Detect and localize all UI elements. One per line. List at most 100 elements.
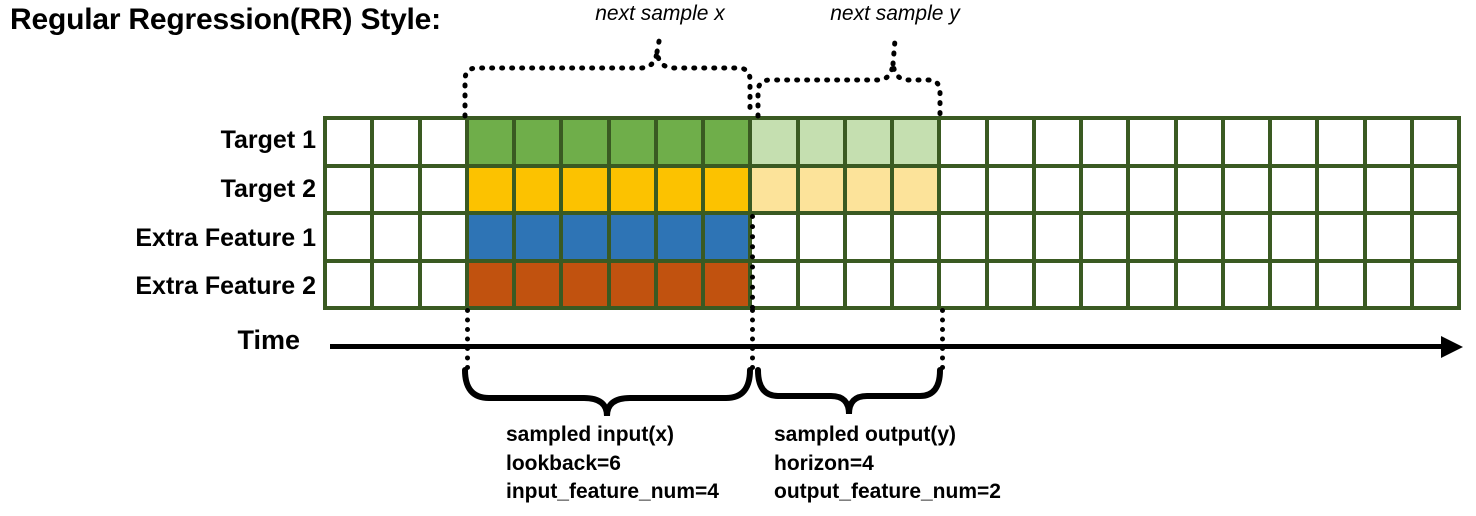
- grid-cell-r4-c24: [1413, 262, 1457, 306]
- annotation-input-line2: lookback=6: [506, 451, 621, 475]
- grid-cell-r1-c7: [610, 120, 654, 164]
- grid-cell-r1-c16: [1035, 120, 1079, 164]
- grid-cell-r4-c4: [468, 262, 512, 306]
- right-arrow-icon: [1441, 336, 1463, 358]
- grid-cell-r2-c15: [988, 167, 1032, 211]
- grid-cell-r4-c22: [1319, 262, 1363, 306]
- grid-cell-r1-c11: [799, 120, 843, 164]
- grid-cell-r2-c8: [657, 167, 701, 211]
- grid-cell-r1-c9: [705, 120, 749, 164]
- grid-cell-r3-c8: [657, 215, 701, 259]
- brace-sampled-output: [755, 367, 943, 415]
- grid-cell-r2-c21: [1272, 167, 1316, 211]
- grid-cell-r2-c14: [941, 167, 985, 211]
- grid-cell-r1-c19: [1177, 120, 1221, 164]
- grid-cell-r1-c20: [1224, 120, 1268, 164]
- grid-cell-r1-c8: [657, 120, 701, 164]
- grid-cell-r3-c23: [1366, 215, 1410, 259]
- grid-cell-r3-c5: [516, 215, 560, 259]
- grid-cell-r4-c20: [1224, 262, 1268, 306]
- grid-cell-r4-c5: [516, 262, 560, 306]
- annotation-sampled-output: sampled output(y) horizon=4 output_featu…: [774, 421, 1001, 507]
- brace-sampled-input: [462, 367, 753, 417]
- brace-next-sample-y: [755, 63, 943, 119]
- grid-cell-r1-c3: [421, 120, 465, 164]
- grid-cell-r3-c19: [1177, 215, 1221, 259]
- grid-cell-r4-c11: [799, 262, 843, 306]
- grid-cell-r4-c17: [1083, 262, 1127, 306]
- row-label-target-2: Target 2: [220, 175, 316, 203]
- grid-cell-r1-c5: [516, 120, 560, 164]
- time-axis-line: [330, 344, 1448, 349]
- grid-cell-r3-c16: [1035, 215, 1079, 259]
- grid-cell-r1-c4: [468, 120, 512, 164]
- top-label-next-sample-y: next sample y: [830, 2, 960, 25]
- annotation-output-line3: output_feature_num=2: [774, 480, 1001, 504]
- grid-cell-r2-c4: [468, 167, 512, 211]
- top-label-next-sample-x: next sample x: [595, 2, 725, 25]
- grid-cell-r1-c17: [1083, 120, 1127, 164]
- grid-cell-r2-c3: [421, 167, 465, 211]
- grid-cell-r1-c12: [846, 120, 890, 164]
- annotation-sampled-input: sampled input(x) lookback=6 input_featur…: [506, 421, 719, 507]
- grid-cell-r2-c17: [1083, 167, 1127, 211]
- row-label-extra-feature-2: Extra Feature 2: [135, 272, 316, 300]
- grid-cell-r3-c6: [563, 215, 607, 259]
- grid-cell-r3-c17: [1083, 215, 1127, 259]
- timeseries-grid: [323, 116, 1461, 310]
- grid-cell-r4-c1: [327, 262, 371, 306]
- grid-cell-r4-c19: [1177, 262, 1221, 306]
- grid-cell-r4-c6: [563, 262, 607, 306]
- grid-cell-r2-c9: [705, 167, 749, 211]
- annotation-input-line1: sampled input(x): [506, 423, 675, 446]
- annotation-output-line2: horizon=4: [774, 451, 874, 475]
- grid-cell-r2-c5: [516, 167, 560, 211]
- guide-feature-split: [750, 214, 755, 310]
- grid-cell-r1-c13: [894, 120, 938, 164]
- brace-next-sample-x: [462, 51, 753, 119]
- grid-cell-r2-c1: [327, 167, 371, 211]
- grid-cell-r2-c23: [1366, 167, 1410, 211]
- grid-cell-r3-c4: [468, 215, 512, 259]
- grid-cell-r3-c12: [846, 215, 890, 259]
- grid-cell-r3-c11: [799, 215, 843, 259]
- grid-cell-r4-c14: [941, 262, 985, 306]
- row-label-target-1: Target 1: [220, 126, 316, 154]
- page-title: Regular Regression(RR) Style:: [10, 3, 441, 36]
- grid-cell-r2-c16: [1035, 167, 1079, 211]
- grid-cell-r2-c12: [846, 167, 890, 211]
- grid-cell-r3-c7: [610, 215, 654, 259]
- grid-cell-r4-c12: [846, 262, 890, 306]
- grid-cell-r1-c6: [563, 120, 607, 164]
- leader-next-sample-x: [654, 33, 663, 55]
- grid-cell-r3-c3: [421, 215, 465, 259]
- grid-cell-r4-c3: [421, 262, 465, 306]
- grid-cell-r3-c22: [1319, 215, 1363, 259]
- grid-cell-r1-c21: [1272, 120, 1316, 164]
- row-label-extra-feature-1: Extra Feature 1: [135, 224, 316, 252]
- grid-cell-r4-c7: [610, 262, 654, 306]
- grid-cell-r4-c2: [374, 262, 418, 306]
- grid-cell-r4-c16: [1035, 262, 1079, 306]
- grid-cell-r3-c21: [1272, 215, 1316, 259]
- grid-cell-r1-c1: [327, 120, 371, 164]
- grid-cell-r3-c14: [941, 215, 985, 259]
- grid-cell-r2-c18: [1130, 167, 1174, 211]
- grid-cell-r3-c15: [988, 215, 1032, 259]
- grid-cell-r1-c23: [1366, 120, 1410, 164]
- guide-input-end: [750, 308, 755, 370]
- grid-cell-r2-c24: [1413, 167, 1457, 211]
- grid-cell-r3-c13: [894, 215, 938, 259]
- grid-cell-r2-c13: [894, 167, 938, 211]
- grid-cell-r4-c10: [752, 262, 796, 306]
- grid-cell-r2-c2: [374, 167, 418, 211]
- grid-cell-r4-c21: [1272, 262, 1316, 306]
- grid-cell-r3-c1: [327, 215, 371, 259]
- grid-cell-r2-c20: [1224, 167, 1268, 211]
- grid-cell-r1-c22: [1319, 120, 1363, 164]
- grid-cell-r1-c10: [752, 120, 796, 164]
- grid-cell-r2-c10: [752, 167, 796, 211]
- grid-cell-r4-c23: [1366, 262, 1410, 306]
- grid-cell-r4-c13: [894, 262, 938, 306]
